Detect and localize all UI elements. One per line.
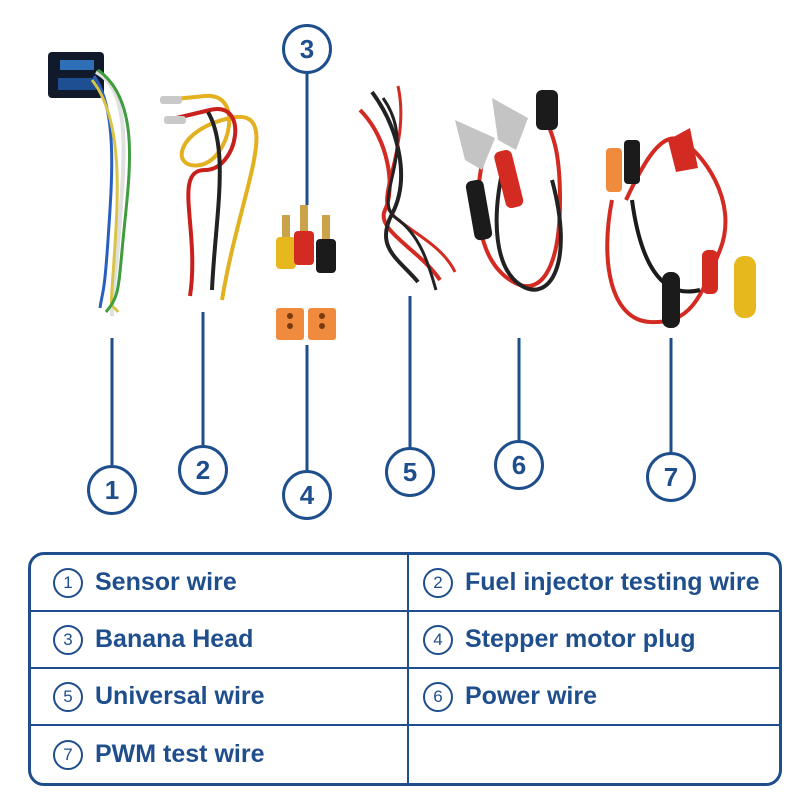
legend-label-banana-head: Banana Head	[95, 625, 254, 653]
callout-4: 4	[282, 470, 332, 520]
legend-empty-cell	[409, 726, 779, 783]
legend-number-5: 5	[53, 681, 83, 712]
legend-row-4: 4 Stepper motor plug	[409, 612, 779, 669]
stepper-motor-plug-illustration	[276, 308, 336, 340]
callout-5: 5	[385, 447, 435, 497]
legend-row-5: 5 Universal wire	[31, 669, 409, 726]
legend-number-2: 2	[423, 567, 453, 598]
sensor-wire-illustration	[48, 52, 132, 317]
legend-row-7: 7 PWM test wire	[31, 726, 409, 783]
legend-label-sensor-wire: Sensor wire	[95, 568, 237, 596]
legend-row-6: 6 Power wire	[409, 669, 779, 726]
callout-2: 2	[178, 445, 228, 495]
legend-row-3: 3 Banana Head	[31, 612, 409, 669]
legend-label-stepper-motor-plug: Stepper motor plug	[465, 625, 696, 653]
parts-legend-table: 1 Sensor wire 2 Fuel injector testing wi…	[28, 552, 782, 786]
legend-number-3: 3	[53, 624, 83, 655]
product-photo	[48, 52, 756, 470]
callout-7: 7	[646, 452, 696, 502]
callout-3: 3	[282, 24, 332, 74]
legend-label-universal-wire: Universal wire	[95, 682, 265, 710]
legend-label-power-wire: Power wire	[465, 682, 597, 710]
pwm-test-wire-illustration	[605, 128, 756, 328]
legend-number-6: 6	[423, 681, 453, 712]
legend-label-pwm-test-wire: PWM test wire	[95, 740, 265, 768]
power-wire-illustration	[455, 90, 563, 292]
legend-number-7: 7	[53, 739, 83, 770]
fuel-injector-wire-illustration	[160, 93, 259, 301]
callout-1: 1	[87, 465, 137, 515]
banana-head-illustration	[276, 205, 336, 273]
legend-row-2: 2 Fuel injector testing wire	[409, 555, 779, 612]
legend-label-fuel-injector-wire: Fuel injector testing wire	[465, 568, 760, 596]
legend-number-1: 1	[53, 567, 83, 598]
universal-wire-illustration	[358, 85, 457, 291]
legend-row-1: 1 Sensor wire	[31, 555, 409, 612]
callout-6: 6	[494, 440, 544, 490]
legend-number-4: 4	[423, 624, 453, 655]
